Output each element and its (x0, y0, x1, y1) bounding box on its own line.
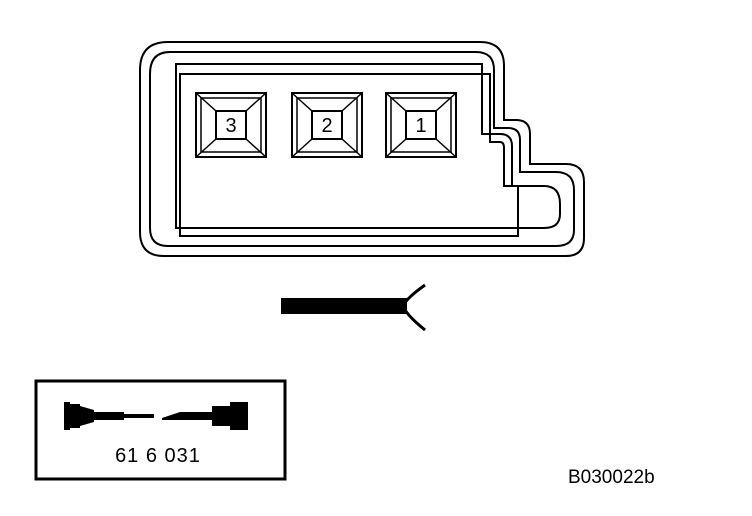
housing-inner-cavity (179, 73, 519, 237)
tool-part-number: 61 6 031 (115, 445, 201, 467)
wire-view-arrow-icon (281, 283, 426, 332)
pin-label-3: 3 (225, 115, 236, 137)
adapter-cable-icon (64, 402, 248, 430)
pin-2: 2 (291, 92, 363, 158)
connector-housing (139, 41, 585, 257)
special-tool-box: 61 6 031 (34, 379, 287, 481)
pin-3: 3 (195, 92, 267, 158)
pin-label-2: 2 (321, 115, 332, 137)
housing-outer-outline (139, 41, 585, 257)
housing-second-outline (149, 51, 575, 247)
housing-third-outline (175, 63, 561, 229)
figure-code: B030022b (568, 467, 655, 488)
pin-1: 1 (385, 92, 457, 158)
pin-label-1: 1 (415, 115, 426, 137)
